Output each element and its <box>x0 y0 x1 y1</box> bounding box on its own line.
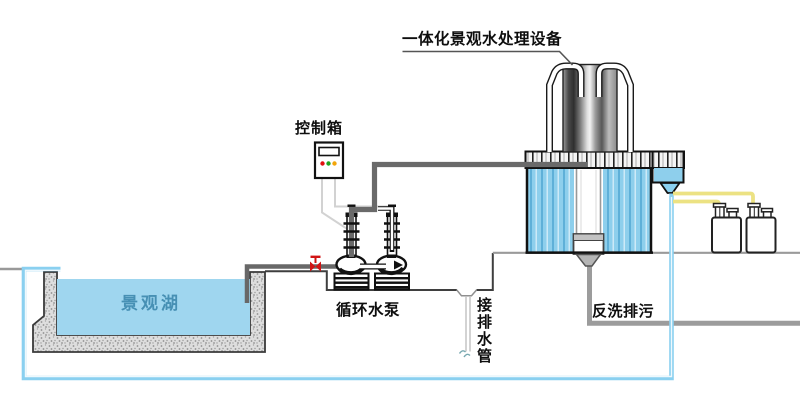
tank-top-column <box>562 63 618 153</box>
pump1-flanges <box>343 222 360 249</box>
drain-pipe-line <box>465 296 471 352</box>
lake-water <box>57 279 250 335</box>
pipe-break-icon <box>458 350 471 358</box>
treatment-tank <box>524 62 685 267</box>
control-box-display <box>318 146 340 157</box>
overflow-box-water <box>654 168 683 182</box>
suction-pipe <box>244 264 340 303</box>
control-box-label: 控制箱 <box>295 120 344 137</box>
indicator-green-icon <box>326 161 331 166</box>
backwash-drain-label: 反洗排污 <box>592 303 655 320</box>
indicator-red-icon <box>320 161 325 166</box>
discharge-pipe <box>348 161 587 257</box>
pump1-cable <box>321 177 349 231</box>
drain-pipe-label: 接排水管 <box>475 297 492 365</box>
circulating-pumps-label: 循环水泵 <box>336 302 401 319</box>
tank-top-pipes-icon <box>546 62 634 152</box>
overflow-funnel-icon <box>658 182 682 194</box>
tank-center-channel <box>574 165 603 234</box>
indicator-yellow-icon <box>332 161 337 166</box>
pump2-cable <box>334 177 393 226</box>
tank-bottom-funnel-icon <box>574 253 602 267</box>
platform-step-line <box>476 253 494 291</box>
backwash-pipe <box>587 257 800 326</box>
control-box <box>313 141 345 180</box>
valve-icon <box>310 255 321 272</box>
dosing-tank-1 <box>711 202 742 254</box>
return-pipe <box>21 195 674 381</box>
lake-label: 景观湖 <box>121 294 181 313</box>
title-leader-line <box>402 50 574 66</box>
lake <box>32 271 266 353</box>
drain-connection <box>456 289 478 358</box>
dosing-tank-2 <box>745 202 777 254</box>
pump2-discharge-pipe <box>378 206 395 252</box>
tank-walls <box>525 167 653 254</box>
title-label: 一体化景观水处理设备 <box>402 31 563 48</box>
drain-fitting-icon <box>456 289 478 297</box>
